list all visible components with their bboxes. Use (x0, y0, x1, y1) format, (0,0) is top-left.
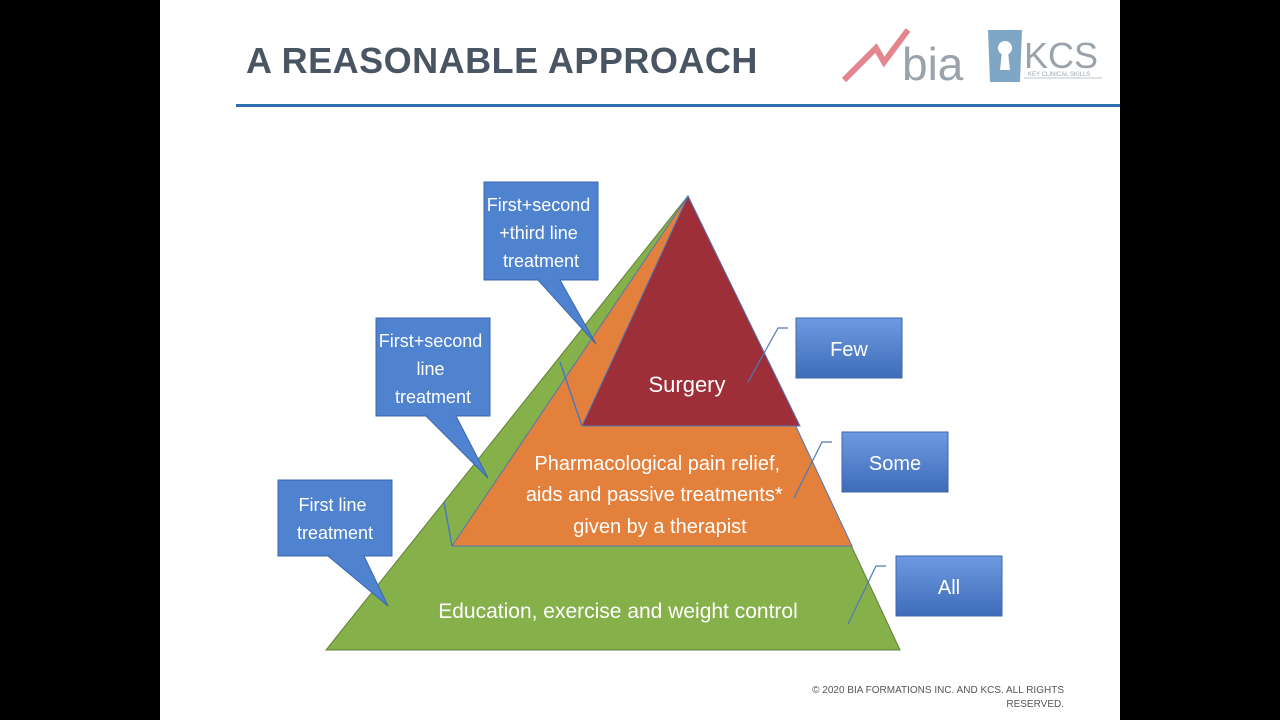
svg-text:First+second line: First+second line treatment (379, 331, 488, 407)
label-some-text: Some (869, 453, 921, 475)
bracket-third (559, 361, 583, 427)
callout-third-line: First+second +third line treatment (483, 181, 599, 345)
copyright-footer: © 2020 BIA FORMATIONS INC. AND KCS. ALL … (764, 684, 1064, 712)
callout-first-line-1: First line (298, 495, 366, 515)
callout-first-line-2: treatment (297, 523, 373, 543)
label-few-text: Few (830, 339, 868, 361)
svg-text:First line treatment: First line treatment (297, 495, 373, 543)
pyramid-middle-line-3: given by a therapist (573, 516, 747, 538)
bracket-second (443, 501, 453, 547)
callout-third-line-3: treatment (503, 251, 579, 271)
kcs-logo: KCS KEY CLINICAL SKILLS (988, 30, 1102, 82)
kcs-tagline: KEY CLINICAL SKILLS (1028, 72, 1090, 78)
connector-all (847, 565, 886, 625)
footer-line-1: © 2020 BIA FORMATIONS INC. AND KCS. ALL … (812, 685, 1064, 696)
bia-logo: bia (841, 28, 964, 88)
label-some: Some (841, 431, 949, 493)
connector-some (793, 441, 832, 499)
svg-text:First+second +third li: First+second +third line treatment (487, 195, 596, 271)
treatment-pyramid-diagram: Surgery Pharmacological pain relief, aid… (277, 181, 1003, 651)
pyramid-middle-label: Pharmacological pain relief, aids and pa… (526, 453, 788, 538)
label-few: Few (795, 317, 903, 379)
callout-second-line-2: line (416, 359, 444, 379)
kcs-keyhole-circle (998, 41, 1012, 55)
pyramid-middle-line-2: aids and passive treatments* (526, 484, 783, 506)
callout-third-line-2: +third line (499, 223, 578, 243)
title-rule (236, 104, 1120, 107)
callout-second-line-1: First+second (379, 331, 483, 351)
kcs-keyhole-slot (1000, 52, 1010, 70)
callout-first-line: First line treatment (277, 479, 393, 607)
slide: A REASONABLE APPROACH bia KCS KEY CLINIC… (160, 0, 1120, 720)
slide-title: A REASONABLE APPROACH (246, 40, 758, 81)
pyramid-top-label: Surgery (648, 372, 725, 397)
pyramid-base-label: Education, exercise and weight control (438, 600, 798, 623)
pyramid-top-layer (581, 194, 801, 427)
callout-second-line-3: treatment (395, 387, 471, 407)
logo-area: bia KCS KEY CLINICAL SKILLS (841, 28, 1102, 88)
label-all-text: All (938, 577, 960, 599)
bia-logo-text: bia (902, 38, 964, 88)
bia-logo-mark (841, 28, 911, 83)
pyramid-middle-line-1: Pharmacological pain relief, (534, 453, 780, 475)
label-all: All (895, 555, 1003, 617)
callout-second-line: First+second line treatment (375, 317, 491, 479)
callout-third-line-1: First+second (487, 195, 591, 215)
connector-few (747, 327, 788, 383)
footer-line-2: RESERVED. (1006, 699, 1064, 710)
kcs-logo-text: KCS (1024, 35, 1098, 76)
